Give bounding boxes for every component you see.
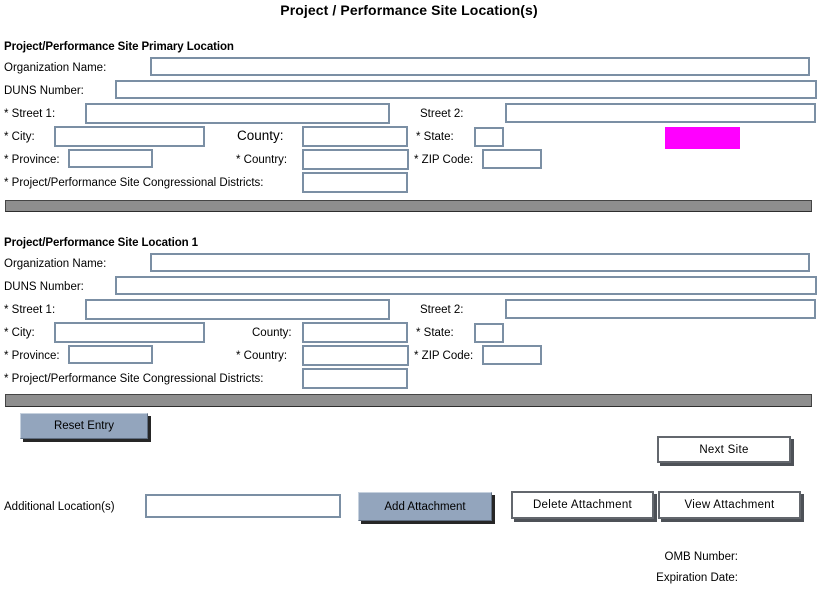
congressional-districts-label: * Project/Performance Site Congressional… bbox=[4, 373, 264, 385]
province-input[interactable] bbox=[68, 149, 153, 168]
duns-number-input[interactable] bbox=[115, 276, 817, 295]
street1-label: * Street 1: bbox=[4, 108, 56, 120]
next-site-button[interactable]: Next Site bbox=[657, 436, 791, 463]
street1-input[interactable] bbox=[85, 103, 390, 124]
street2-label: Street 2: bbox=[420, 304, 464, 316]
zip-code-label: * ZIP Code: bbox=[414, 350, 474, 362]
county-input[interactable] bbox=[302, 322, 408, 343]
organization-name-input[interactable] bbox=[150, 253, 810, 272]
zip-code-input[interactable] bbox=[482, 345, 542, 365]
street2-input[interactable] bbox=[505, 299, 816, 319]
street1-label: * Street 1: bbox=[4, 304, 56, 316]
section-divider-bar bbox=[5, 394, 812, 407]
country-input[interactable] bbox=[302, 149, 409, 170]
organization-name-label: Organization Name: bbox=[4, 62, 107, 74]
organization-name-label: Organization Name: bbox=[4, 258, 107, 270]
zip-code-input[interactable] bbox=[482, 149, 542, 169]
state-input[interactable] bbox=[474, 127, 504, 147]
section-heading-location-1: Project/Performance Site Location 1 bbox=[4, 237, 198, 249]
country-input[interactable] bbox=[302, 345, 409, 366]
view-attachment-button[interactable]: View Attachment bbox=[658, 491, 801, 519]
duns-number-input[interactable] bbox=[115, 80, 817, 99]
province-label: * Province: bbox=[4, 154, 60, 166]
city-input[interactable] bbox=[54, 322, 205, 343]
congressional-districts-label: * Project/Performance Site Congressional… bbox=[4, 177, 264, 189]
county-input[interactable] bbox=[302, 126, 408, 147]
city-label: * City: bbox=[4, 131, 35, 143]
country-label: * Country: bbox=[236, 350, 288, 362]
state-label: * State: bbox=[416, 327, 454, 339]
duns-number-label: DUNS Number: bbox=[4, 85, 84, 97]
delete-attachment-button[interactable]: Delete Attachment bbox=[511, 491, 654, 519]
street2-input[interactable] bbox=[505, 103, 816, 123]
country-label: * Country: bbox=[236, 154, 288, 166]
city-label: * City: bbox=[4, 327, 35, 339]
state-label: * State: bbox=[416, 131, 454, 143]
section-divider-bar bbox=[5, 200, 812, 212]
section-heading-primary-location: Project/Performance Site Primary Locatio… bbox=[4, 41, 234, 53]
state-input[interactable] bbox=[474, 323, 504, 343]
organization-name-input[interactable] bbox=[150, 57, 810, 76]
add-attachment-button[interactable]: Add Attachment bbox=[358, 492, 492, 521]
omb-number-label: OMB Number: bbox=[664, 551, 739, 563]
province-label: * Province: bbox=[4, 350, 60, 362]
additional-locations-input[interactable] bbox=[145, 494, 341, 518]
county-label: County: bbox=[252, 327, 292, 339]
street1-input[interactable] bbox=[85, 299, 390, 320]
county-label: County: bbox=[237, 128, 284, 143]
congressional-districts-input[interactable] bbox=[302, 172, 408, 193]
congressional-districts-input[interactable] bbox=[302, 368, 408, 389]
zip-code-label: * ZIP Code: bbox=[414, 154, 474, 166]
additional-locations-label: Additional Location(s) bbox=[4, 501, 115, 513]
highlight-box bbox=[665, 127, 740, 149]
reset-entry-button[interactable]: Reset Entry bbox=[20, 413, 148, 439]
expiration-date-label: Expiration Date: bbox=[656, 572, 738, 584]
city-input[interactable] bbox=[54, 126, 205, 147]
province-input[interactable] bbox=[68, 345, 153, 364]
duns-number-label: DUNS Number: bbox=[4, 281, 84, 293]
street2-label: Street 2: bbox=[420, 108, 464, 120]
page-title: Project / Performance Site Location(s) bbox=[280, 2, 538, 18]
